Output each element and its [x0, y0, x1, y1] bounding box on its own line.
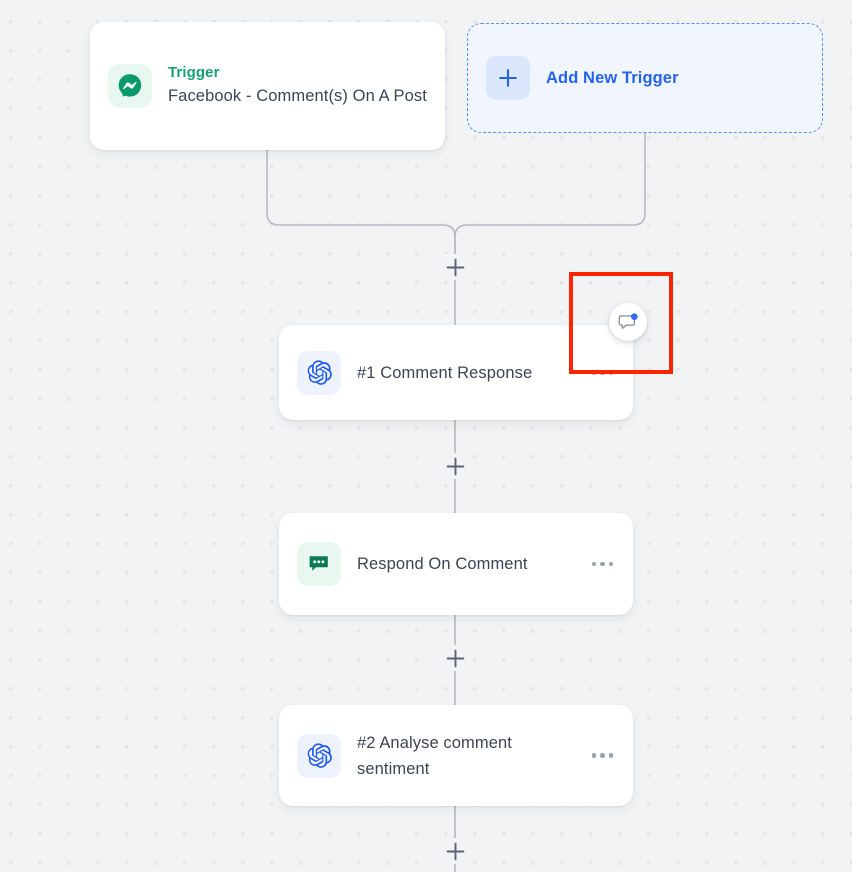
- step-title: #2 Analyse comment sentiment: [357, 733, 512, 778]
- plus-icon: [446, 258, 464, 276]
- unread-dot: [630, 312, 638, 320]
- step-text: Respond On Comment: [357, 553, 580, 575]
- messenger-glyph: [118, 74, 142, 97]
- trigger-kicker: Trigger: [168, 64, 220, 81]
- plus-icon: [486, 56, 530, 100]
- openai-icon: [297, 733, 341, 778]
- messenger-icon: [108, 64, 152, 108]
- add-step-after-step1[interactable]: [442, 453, 468, 479]
- plus-icon: [446, 649, 464, 667]
- step-text: #2 Analyse comment sentiment: [357, 730, 580, 782]
- add-step-after-triggers[interactable]: [442, 254, 468, 280]
- step-text: #1 Comment Response: [357, 362, 580, 384]
- plus-icon: [446, 842, 464, 860]
- openai-icon: [297, 350, 341, 395]
- plus-glyph: [499, 69, 517, 87]
- speech-bubble-icon: [618, 312, 638, 329]
- comment-bubble-glyph: [309, 556, 328, 571]
- trigger-text: Trigger Facebook - Comment(s) On A Post: [168, 63, 427, 109]
- more-options-icon[interactable]: [590, 747, 616, 764]
- more-options-icon[interactable]: [590, 556, 616, 573]
- add-new-trigger-button[interactable]: Add New Trigger: [467, 23, 823, 133]
- add-new-trigger-label: Add New Trigger: [546, 68, 679, 87]
- step-title: Respond On Comment: [357, 555, 528, 573]
- add-step-after-step2[interactable]: [442, 645, 468, 671]
- add-step-after-step3[interactable]: [442, 838, 468, 864]
- trigger-title: Facebook - Comment(s) On A Post: [168, 87, 427, 105]
- openai-glyph: [307, 360, 332, 385]
- plus-icon: [446, 457, 464, 475]
- openai-glyph: [307, 743, 332, 768]
- comment-bubble-icon: [297, 542, 341, 586]
- step-node-analyse-sentiment[interactable]: #2 Analyse comment sentiment: [279, 705, 633, 806]
- comment-badge[interactable]: [609, 303, 647, 341]
- trigger-node[interactable]: Trigger Facebook - Comment(s) On A Post: [90, 22, 445, 150]
- step-title: #1 Comment Response: [357, 363, 533, 382]
- step-node-respond-on-comment[interactable]: Respond On Comment: [279, 513, 633, 615]
- annotation-highlight: [569, 272, 673, 374]
